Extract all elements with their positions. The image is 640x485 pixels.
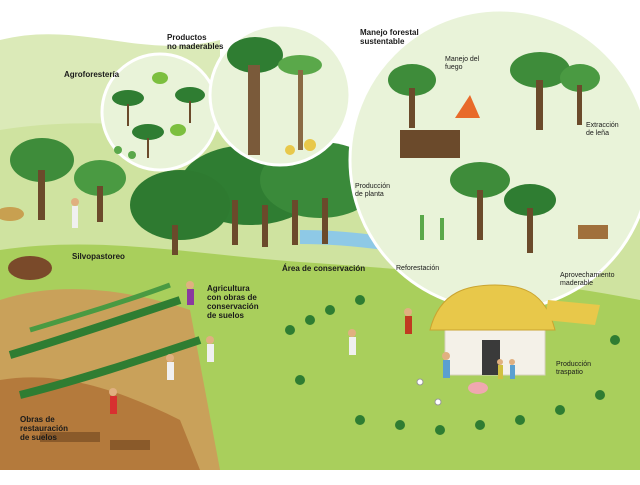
label-manejo-forestal-sustentable: Manejo forestal sustentable — [360, 28, 419, 46]
cattle — [0, 207, 52, 280]
label-agroforesteria: Agroforestería — [64, 70, 120, 79]
label-produccion-traspatio: Producción traspatio — [556, 361, 592, 376]
cut-logs — [40, 432, 150, 450]
label-extraccion-de-lena: Extracción de leña — [586, 122, 619, 137]
sustainable-forest-management-inset — [348, 8, 640, 312]
label-reforestacion: Reforestación — [396, 265, 440, 272]
house — [429, 284, 600, 376]
terraced-crops — [8, 282, 202, 399]
agroforestry-inset — [100, 52, 220, 172]
label-obras-de-restauracion: Obras de restauración de suelos — [20, 415, 69, 442]
label-silvopastoreo: Silvopastoreo — [72, 252, 125, 261]
label-area-de-conservacion: Área de conservación — [282, 264, 366, 273]
label-aprovechamiento-maderable: Aprovechamiento maderable — [560, 272, 615, 287]
label-manejo-del-fuego: Manejo del fuego — [445, 56, 480, 71]
people — [71, 198, 515, 414]
pig-and-chickens — [416, 378, 488, 406]
label-produccion-de-planta: Producción de planta — [355, 183, 391, 198]
label-agricultura-conservacion-suelos: Agricultura con obras de conservación de… — [207, 284, 259, 320]
tree-row-fence — [285, 295, 620, 435]
non-timber-products-inset — [208, 23, 352, 167]
label-productos-no-maderables: Productos no maderables — [167, 33, 224, 51]
left-trees — [10, 138, 126, 222]
